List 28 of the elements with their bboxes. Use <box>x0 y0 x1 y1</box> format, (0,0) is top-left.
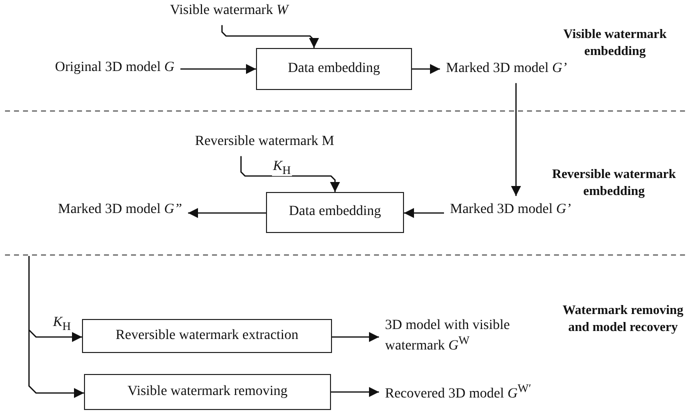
arrow <box>180 64 256 74</box>
arrow <box>188 208 266 218</box>
arrow <box>28 256 82 342</box>
process-box: Data embedding <box>266 192 404 233</box>
arrow <box>240 156 340 192</box>
arrow <box>412 64 440 74</box>
section-heading: Watermark removing and model recovery <box>562 302 684 336</box>
process-box: Reversible watermark extraction <box>82 319 332 353</box>
section-heading: Reversible watermark embedding <box>551 166 677 200</box>
node-label: Marked 3D model G’ <box>450 202 571 218</box>
arrow <box>332 332 379 342</box>
arrow <box>221 25 319 48</box>
node-label: Reversible watermark M <box>195 134 334 150</box>
node-label: Visible watermark W <box>170 3 288 20</box>
node-label: Marked 3D model G” <box>58 202 182 218</box>
section-heading: Visible watermark embedding <box>562 26 668 60</box>
arrow <box>28 330 84 398</box>
node-label: 3D model with visible watermark G$^{W}$ <box>385 318 525 355</box>
node-label: Recovered 3D model G$^{W′}$ <box>385 382 532 403</box>
arrow <box>511 83 521 196</box>
arrow <box>331 387 379 397</box>
edge-label: K$_{H}$ <box>272 160 292 176</box>
process-box: Visible watermark removing <box>84 374 331 410</box>
arrow <box>404 208 444 218</box>
edge-label: K$_{H}$ <box>52 316 72 332</box>
node-label: Marked 3D model G’ <box>446 61 567 78</box>
process-box: Data embedding <box>256 48 412 90</box>
node-label: Original 3D model G <box>55 60 174 76</box>
